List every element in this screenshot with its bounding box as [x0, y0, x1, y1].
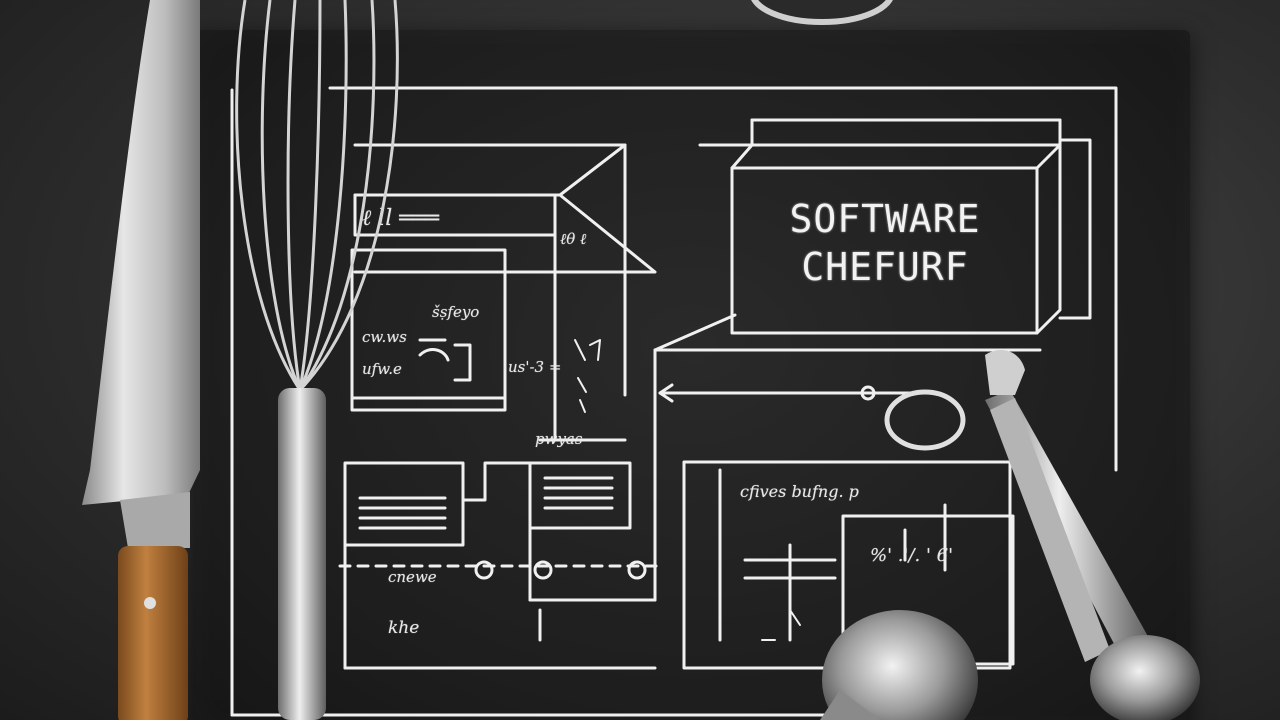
bottom-left-boxes: [338, 461, 662, 670]
mid-label: us'-3 =: [508, 358, 562, 376]
chef-knife-icon: [82, 0, 200, 720]
board-title-line1: SOFTWARE: [789, 197, 981, 241]
outer-frame: [328, 86, 1118, 472]
whisk-icon: [235, 0, 399, 720]
measuring-spoons-icon: [820, 350, 1200, 720]
board-title-line2: CHEFURF: [801, 245, 969, 289]
left-panel: [350, 143, 657, 442]
board-title: SOFTWARE CHEFURF: [735, 195, 1035, 291]
bottom-left-label2: khe: [388, 618, 420, 638]
connector-arrow: [653, 313, 1042, 602]
bowl-icon: [751, 0, 893, 25]
top-label: ℓ ll ═══: [362, 206, 439, 231]
left-panel-line1: šṣfeyo: [432, 303, 480, 321]
right-panel-marks: %' .'/. ' 6': [870, 545, 954, 566]
bottom-left-label1: cnewe: [388, 568, 437, 586]
chalk-marks: [574, 339, 801, 641]
right-panel-label: cfives bufng. p: [740, 482, 859, 501]
left-panel-line2: cw.ws: [362, 328, 407, 346]
left-panel-line3: ufw.e: [362, 360, 402, 378]
side-label: ℓθ ℓ: [560, 230, 587, 248]
puyas-label: pwyas: [535, 430, 583, 448]
title-box: [698, 118, 1092, 335]
